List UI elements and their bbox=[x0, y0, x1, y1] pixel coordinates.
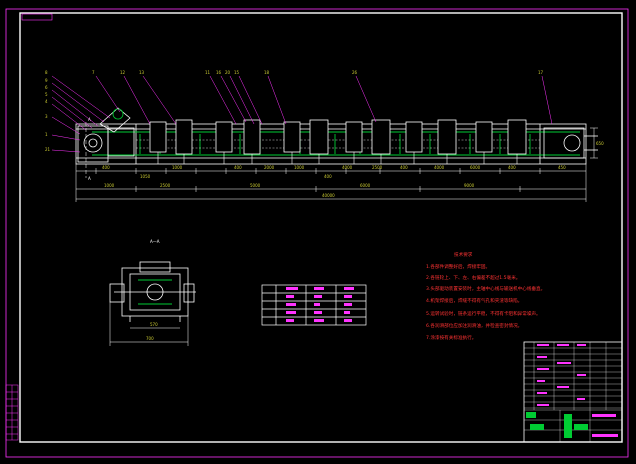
balloon-12: 12 bbox=[120, 70, 126, 75]
dim-top-1: 1050 bbox=[140, 174, 151, 179]
dim-bottom-1: 2500 bbox=[160, 183, 171, 188]
dim-top-6: 400 bbox=[324, 174, 332, 179]
dim-bottom-4: 9000 bbox=[464, 183, 475, 188]
balloon-17: 17 bbox=[538, 70, 544, 75]
balloon-7: 7 bbox=[92, 70, 95, 75]
parameter-table bbox=[261, 284, 367, 326]
bottom-dimension-texts: 1000 2500 5000 6000 9000 40000 650 bbox=[104, 141, 604, 198]
balloon-3: 3 bbox=[45, 114, 48, 119]
balloon-26: 26 bbox=[352, 70, 358, 75]
balloon-6: 6 bbox=[45, 85, 48, 90]
balloon-11: 11 bbox=[205, 70, 211, 75]
inner-border bbox=[19, 12, 623, 443]
balloon-13: 13 bbox=[139, 70, 145, 75]
dim-bottom-2: 5000 bbox=[250, 183, 261, 188]
top-dimension-texts: 400 1050 1000 400 2000 1000 400 4000 250… bbox=[102, 165, 566, 179]
balloon-1: 1 bbox=[45, 132, 48, 137]
dim-top-12: 400 bbox=[508, 165, 516, 170]
balloon-21: 21 bbox=[45, 147, 51, 152]
tech-req-4: 4.机架焊接后，焊缝不得有气孔和夹渣等缺陷。 bbox=[426, 297, 522, 304]
dim-top-4: 2000 bbox=[264, 165, 275, 170]
outer-border bbox=[5, 8, 629, 458]
dim-top-10: 4000 bbox=[434, 165, 445, 170]
dim-top-13: 450 bbox=[558, 165, 566, 170]
head-drive bbox=[77, 107, 135, 163]
section-view: A—A 570 700 bbox=[109, 239, 196, 346]
balloon-8: 8 bbox=[45, 70, 48, 75]
dim-overall: 40000 bbox=[322, 193, 335, 198]
binding-strip bbox=[5, 384, 19, 441]
title-tab bbox=[21, 13, 53, 21]
leader-lines bbox=[51, 75, 553, 153]
balloon-4: 4 bbox=[45, 99, 48, 104]
title-block bbox=[523, 341, 623, 443]
technical-requirements: 技术要求 1.各部件调整好后，焊接牢固。 2.各链轮上、下、左、右偏差不超过1.… bbox=[426, 251, 545, 341]
section-label: A—A bbox=[150, 239, 160, 244]
dim-top-11: 6000 bbox=[470, 165, 481, 170]
tech-req-title: 技术要求 bbox=[454, 251, 473, 258]
balloons: 8 9 6 5 4 3 1 7 12 13 11 16 20 15 18 21 … bbox=[45, 70, 544, 152]
dim-height: 650 bbox=[596, 141, 604, 146]
dim-top-0: 400 bbox=[102, 165, 110, 170]
balloon-9: 9 bbox=[45, 78, 48, 83]
tech-req-2: 2.各链轮上、下、左、右偏差不超过1.5毫米。 bbox=[426, 274, 520, 281]
dimension-lines bbox=[75, 127, 598, 202]
tech-req-1: 1.各部件调整好后，焊接牢固。 bbox=[426, 263, 490, 270]
tech-req-6: 6.各润滑部位应加注润滑油，并检查密封情况。 bbox=[426, 322, 522, 329]
balloon-15: 15 bbox=[234, 70, 240, 75]
dim-top-3: 400 bbox=[234, 165, 242, 170]
section-dim-0: 570 bbox=[150, 322, 158, 327]
conveyor-frame bbox=[75, 123, 587, 165]
balloon-20: 20 bbox=[225, 70, 231, 75]
parameter-table-marks bbox=[286, 287, 354, 322]
dim-top-9: 400 bbox=[400, 165, 408, 170]
conveyor-elevation: A A bbox=[75, 107, 598, 181]
tech-req-3: 3.头部驱动装置安装时，主轴中心线与输送机中心线垂直。 bbox=[426, 285, 545, 292]
tech-req-7: 7.涂漆按有关标准执行。 bbox=[426, 334, 476, 341]
section-dim-1: 700 bbox=[146, 336, 154, 341]
balloon-16: 16 bbox=[216, 70, 222, 75]
dim-bottom-3: 6000 bbox=[360, 183, 371, 188]
dim-top-2: 1000 bbox=[172, 165, 183, 170]
balloon-18: 18 bbox=[264, 70, 270, 75]
dim-top-8: 2500 bbox=[372, 165, 383, 170]
section-mark-bottom: A bbox=[88, 176, 91, 181]
dim-bottom-0: 1000 bbox=[104, 183, 115, 188]
balloon-5: 5 bbox=[45, 92, 48, 97]
tail-takeup bbox=[543, 127, 598, 159]
dim-top-5: 1000 bbox=[294, 165, 305, 170]
tech-req-5: 5.运转试验时，链条运行平稳，不得有卡阻和异常噪声。 bbox=[426, 310, 541, 317]
dim-top-7: 4000 bbox=[342, 165, 353, 170]
